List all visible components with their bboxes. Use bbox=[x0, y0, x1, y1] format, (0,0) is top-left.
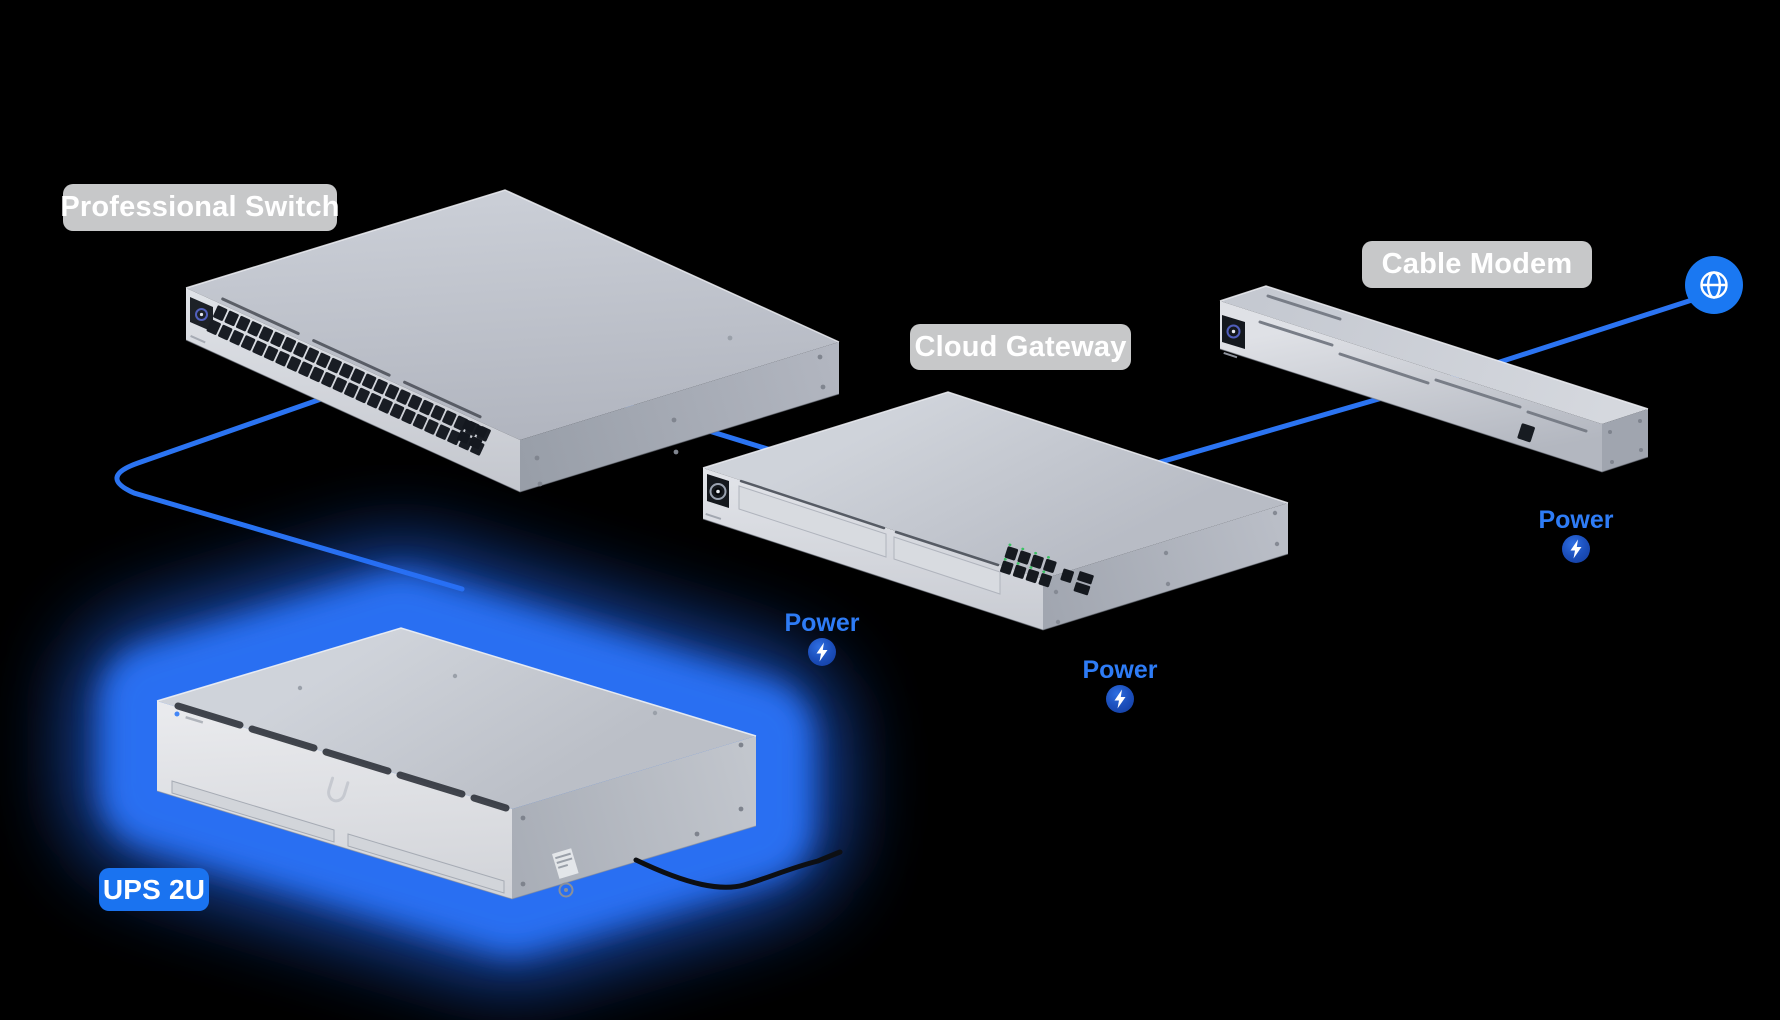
power-badge-2: Power bbox=[1075, 658, 1165, 713]
switch-display bbox=[190, 297, 213, 344]
device-cloud-gateway[interactable] bbox=[702, 391, 1289, 631]
device-label-cloud-gateway[interactable]: Cloud Gateway bbox=[910, 324, 1131, 370]
device-label-cable-modem[interactable]: Cable Modem bbox=[1362, 241, 1592, 288]
globe-icon bbox=[1685, 256, 1743, 314]
modem-display bbox=[1222, 315, 1245, 359]
gateway-drive-bays bbox=[738, 479, 1001, 595]
power-badge-3: Power bbox=[1531, 508, 1621, 563]
power-badge-1: Power bbox=[777, 611, 867, 666]
device-label-ups-2u[interactable]: UPS 2U bbox=[99, 868, 209, 911]
device-ups-2u[interactable] bbox=[156, 627, 757, 900]
ups-front-rails bbox=[171, 780, 505, 894]
modem-screws bbox=[1608, 419, 1643, 464]
line-switch-to-ups bbox=[114, 389, 465, 592]
gateway-screws bbox=[1053, 510, 1280, 625]
lightning-bolt-icon bbox=[1106, 685, 1134, 713]
lightning-bolt-icon bbox=[1562, 535, 1590, 563]
ups-top-vents bbox=[174, 702, 510, 812]
device-professional-switch[interactable] bbox=[185, 189, 840, 493]
ups-screws bbox=[297, 673, 744, 887]
power-label: Power bbox=[1082, 656, 1158, 684]
modem-ethernet-port bbox=[1517, 423, 1535, 443]
modem-vent-slits bbox=[1258, 294, 1588, 433]
power-label: Power bbox=[784, 609, 860, 637]
ups-side-label bbox=[552, 848, 579, 879]
ups-side-emblem bbox=[558, 882, 574, 898]
switch-vent-slits bbox=[221, 297, 482, 419]
ups-power-cable bbox=[633, 849, 843, 890]
gateway-port-array bbox=[1000, 546, 1057, 588]
switch-sfp-ports bbox=[456, 419, 488, 450]
ups-logo bbox=[327, 776, 350, 803]
device-label-professional-switch[interactable]: Professional Switch bbox=[60, 184, 339, 231]
device-cable-modem[interactable] bbox=[1219, 285, 1649, 473]
line-gateway-to-modem bbox=[1137, 384, 1423, 471]
switch-screws bbox=[534, 335, 826, 487]
gateway-wan-sfp-ports bbox=[1060, 568, 1094, 596]
ups-status-led bbox=[174, 711, 204, 724]
gateway-port-leds bbox=[1003, 543, 1050, 574]
power-label: Power bbox=[1538, 506, 1614, 534]
lightning-bolt-icon bbox=[808, 638, 836, 666]
gateway-display bbox=[705, 474, 729, 520]
